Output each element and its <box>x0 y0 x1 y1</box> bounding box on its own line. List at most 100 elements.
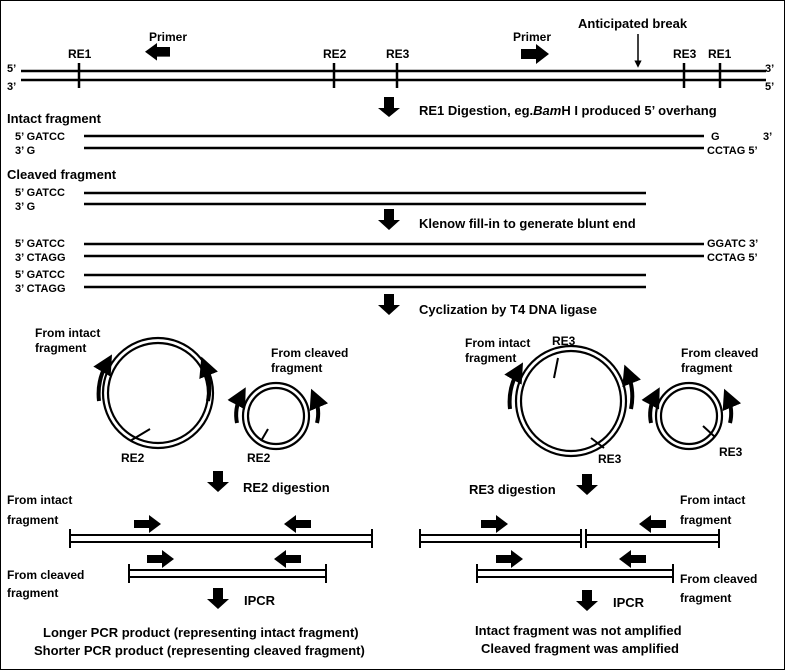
step-klenow-label: Klenow fill-in to generate blunt end <box>419 216 636 231</box>
re2-linear-products: From intact fragment From cleaved fragme… <box>7 493 373 600</box>
result-left-line2: Shorter PCR product (representing cleave… <box>34 643 365 658</box>
intact-g-left: 3’ G <box>15 145 35 157</box>
circle3-intact-outer <box>514 344 628 458</box>
circle3-cleaved-label-1: From cleaved <box>681 346 758 360</box>
blunt-intact-ggatc: GGATC 3’ <box>707 238 758 250</box>
linear3-intact-primer-fwd <box>481 515 508 533</box>
circle-cleaved-inner <box>246 386 306 446</box>
linear-intact-label-2: fragment <box>7 513 58 527</box>
linear3-cleaved-label-2: fragment <box>680 591 731 605</box>
linear3-intact-label-2: fragment <box>680 513 731 527</box>
circle-cleaved-primer-left <box>227 387 246 424</box>
step-arrow-re3 <box>576 474 598 495</box>
circle-cleaved-primer-right <box>309 388 329 424</box>
linear3-intact-label-1: From intact <box>680 493 745 507</box>
linear3-cleaved-primer-rev <box>619 550 646 568</box>
circle3-intact-inner <box>519 349 623 453</box>
primer-label-right: Primer <box>513 30 551 44</box>
intact-fragment-title: Intact fragment <box>7 111 102 126</box>
linear3-cleaved-label-1: From cleaved <box>680 572 757 586</box>
blunt-cleaved: 5’ GATCC 3’ CTAGG <box>15 269 646 295</box>
circle-cleaved-re2-site <box>260 428 269 442</box>
circle3-intact-re3-bottom-site <box>590 437 605 449</box>
result-right-line2: Cleaved fragment was amplified <box>481 641 679 656</box>
primer-label-left: Primer <box>149 30 187 44</box>
label-3prime-right: 3’ <box>765 63 774 75</box>
linear-cleaved-primer-rev <box>274 550 301 568</box>
circle-intact-inner <box>106 341 210 445</box>
circle-intact-label-1: From intact <box>35 326 100 340</box>
linear-intact-primer-rev <box>284 515 311 533</box>
linear-intact-label-1: From intact <box>7 493 72 507</box>
result-left-line1: Longer PCR product (representing intact … <box>43 625 359 640</box>
intact-gatcc: 5’ GATCC <box>15 131 65 143</box>
re3-label-right: RE3 <box>673 47 697 61</box>
circle3-intact-primer-right <box>622 364 641 410</box>
circle3-intact-re3-top-site <box>553 357 559 379</box>
intact-3prime-right: 3’ <box>763 131 772 143</box>
re2-circles: From intact fragment RE2 From cleaved fr… <box>35 326 348 465</box>
linear3-cleaved-primer-fwd <box>496 550 523 568</box>
step-re2-label: RE2 digestion <box>243 480 330 495</box>
primer-arrow-right <box>521 44 549 64</box>
circle3-intact-label-2: fragment <box>465 351 516 365</box>
circle3-intact-re3-top-label: RE3 <box>552 334 576 348</box>
step-arrow-cyclization <box>378 294 400 315</box>
step-cyclization-label: Cyclization by T4 DNA ligase <box>419 302 597 317</box>
cleaved-gatcc: 5’ GATCC <box>15 187 65 199</box>
step-arrow-klenow <box>378 209 400 230</box>
circle3-intact-re3-bottom-label: RE3 <box>598 452 622 466</box>
circle3-cleaved-re3-label: RE3 <box>719 445 743 459</box>
step-arrow-digestion <box>378 97 400 117</box>
re2-label: RE2 <box>323 47 347 61</box>
circle3-intact-label-1: From intact <box>465 336 530 350</box>
genomic-dna: 5’ 3’ 3’ 5’ RE1 RE2 RE3 RE3 RE1 Primer P… <box>7 16 774 93</box>
step-arrow-ipcr-left <box>207 588 229 609</box>
anticipated-break-label: Anticipated break <box>578 16 688 31</box>
circle-intact-re2-label: RE2 <box>121 451 145 465</box>
blunt-intact-cctag: CCTAG 5’ <box>707 252 758 264</box>
re3-label: RE3 <box>386 47 410 61</box>
circle3-cleaved-primer-right <box>722 388 742 424</box>
re1-label-right: RE1 <box>708 47 732 61</box>
circle-intact-label-2: fragment <box>35 341 86 355</box>
circle-cleaved-outer <box>241 381 311 451</box>
re3-linear-products: From intact fragment From cleaved fragme… <box>419 493 757 605</box>
circle-cleaved-label-1: From cleaved <box>271 346 348 360</box>
result-right-line1: Intact fragment was not amplified <box>475 623 682 638</box>
intact-g-right: G <box>711 131 720 143</box>
step-ipcr-right-label: IPCR <box>613 595 645 610</box>
blunt-intact-ctagg: 3’ CTAGG <box>15 252 66 264</box>
circle-cleaved-label-2: fragment <box>271 361 322 375</box>
linear-cleaved-label-1: From cleaved <box>7 568 84 582</box>
linear-intact-primer-fwd <box>134 515 161 533</box>
circle3-cleaved-label-2: fragment <box>681 361 732 375</box>
re3-circles: From intact fragment RE3 RE3 From cleave… <box>465 334 758 466</box>
circle3-cleaved-inner <box>659 386 719 446</box>
cleaved-fragment: Cleaved fragment 5’ GATCC 3’ G <box>7 167 646 213</box>
intact-fragment: Intact fragment 5’ GATCC 3’ G G 3’ CCTAG… <box>7 111 772 157</box>
primer-arrow-left <box>145 43 170 61</box>
blunt-cleaved-gatcc: 5’ GATCC <box>15 269 65 281</box>
circle-intact-primer-right <box>199 356 218 402</box>
re1-label-left: RE1 <box>68 47 92 61</box>
cleaved-g-left: 3’ G <box>15 201 35 213</box>
step-digestion-label: RE1 Digestion, eg.BamH I produced 5’ ove… <box>419 103 717 118</box>
circle3-intact-primer-left <box>504 362 524 410</box>
label-5prime-right: 5’ <box>765 81 774 93</box>
circle-intact-outer <box>101 336 215 450</box>
linear3-intact-primer-rev <box>639 515 666 533</box>
circle-intact-re2-site <box>129 428 151 442</box>
circle3-cleaved-outer <box>654 381 724 451</box>
circle-cleaved-re2-label: RE2 <box>247 451 271 465</box>
step-ipcr-left-label: IPCR <box>244 593 276 608</box>
cleaved-fragment-title: Cleaved fragment <box>7 167 117 182</box>
intact-cctag: CCTAG 5’ <box>707 145 758 157</box>
step-arrow-ipcr-right <box>576 590 598 611</box>
linear-cleaved-primer-fwd <box>147 550 174 568</box>
step-arrow-re2 <box>207 471 229 492</box>
blunt-intact-gatcc: 5’ GATCC <box>15 238 65 250</box>
linear-cleaved-label-2: fragment <box>7 586 58 600</box>
